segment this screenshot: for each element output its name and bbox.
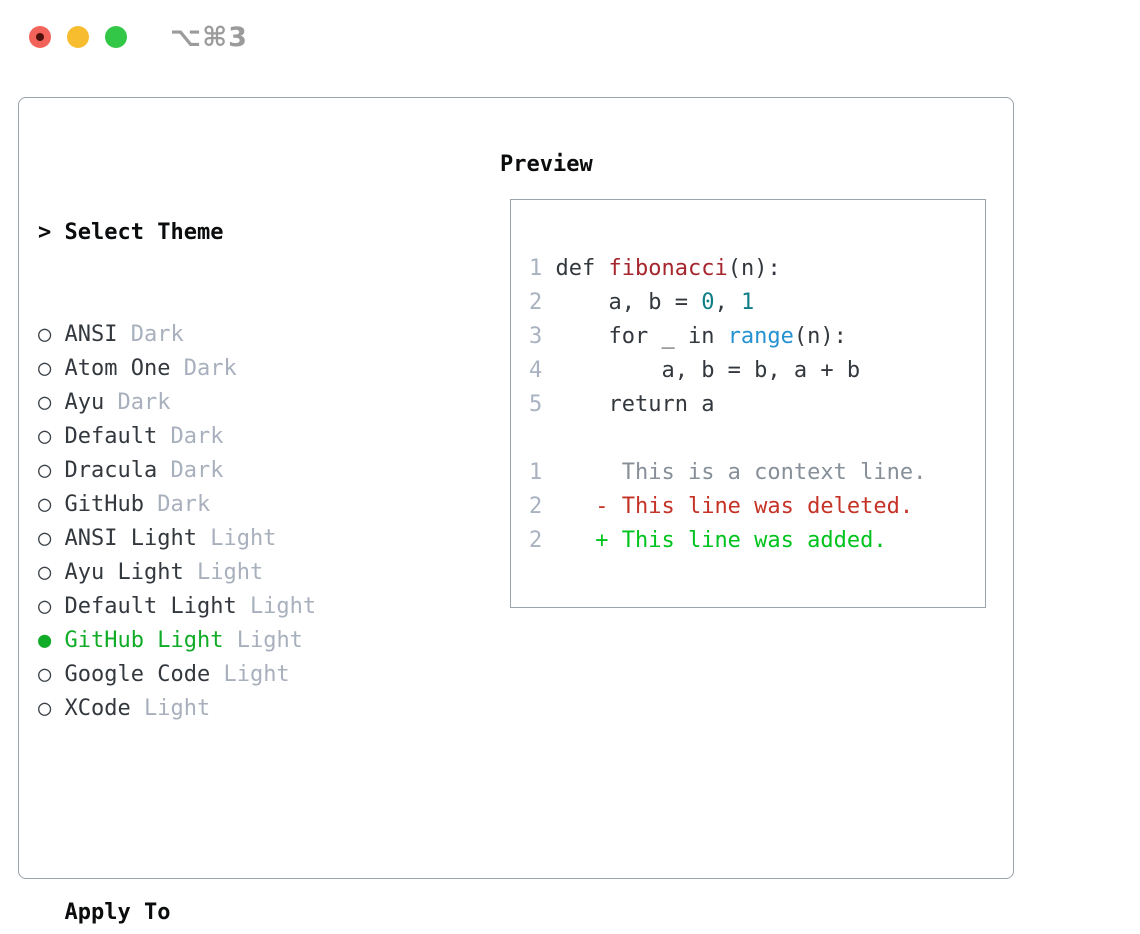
code-segment-builtin: range: [727, 324, 794, 349]
line-number: [529, 426, 556, 451]
diff-line-context: 1 This is a context line.: [529, 456, 926, 490]
radio-icon: ○: [38, 322, 52, 347]
theme-option-xcode[interactable]: ○ XCode Light: [38, 692, 409, 726]
zoom-window-button[interactable]: [105, 26, 127, 48]
option-label: Google Code: [64, 662, 211, 687]
code-segment-context: This is a context line.: [555, 460, 927, 485]
code-segment-plain: a, b =: [555, 290, 702, 315]
option-label: GitHub: [64, 492, 144, 517]
theme-option-ansi-light[interactable]: ○ ANSI Light Light: [38, 522, 409, 556]
radio-icon: ○: [38, 458, 52, 483]
option-label: GitHub Light: [64, 628, 224, 653]
spacer: [38, 794, 409, 828]
option-label: Atom One: [64, 356, 171, 381]
option-variant-tag: Light: [210, 526, 277, 551]
apply-to-header: Apply To: [64, 900, 171, 925]
line-number: 1: [529, 256, 556, 281]
radio-icon: ○: [38, 356, 52, 381]
radio-icon: ○: [38, 526, 52, 551]
line-number: 2: [529, 494, 556, 519]
code-line-4: 4 a, b = b, a + b: [529, 354, 926, 388]
radio-icon: ○: [38, 594, 52, 619]
theme-list: ○ ANSI Dark○ Atom One Dark○ Ayu Dark○ De…: [38, 318, 409, 726]
radio-selected-icon: ●: [38, 628, 52, 653]
theme-option-ayu[interactable]: ○ Ayu Dark: [38, 386, 409, 420]
close-window-button[interactable]: [29, 26, 51, 48]
line-number: 3: [529, 324, 556, 349]
code-segment-plain: a, b = b, a + b: [555, 358, 861, 383]
option-label: XCode: [64, 696, 131, 721]
option-label: Ayu: [64, 390, 105, 415]
title-bar: ⌥⌘3: [0, 0, 1140, 74]
code-segment-added: + This line was added.: [555, 528, 887, 553]
line-number: 2: [529, 290, 556, 315]
theme-option-default[interactable]: ○ Default Dark: [38, 420, 409, 454]
option-variant-tag: Dark: [183, 356, 237, 381]
code-segment-num: 0: [701, 290, 715, 315]
option-label: ANSI Light: [64, 526, 197, 551]
radio-icon: ○: [38, 390, 52, 415]
code-segment-plain: (n):: [793, 324, 847, 349]
diff-line-deleted: 2 - This line was deleted.: [529, 490, 926, 524]
option-variant-tag: Light: [249, 594, 317, 619]
code-line-3: 3 for _ in range(n):: [529, 320, 926, 354]
code-segment-deleted: - This line was deleted.: [555, 494, 914, 519]
theme-option-github[interactable]: ○ GitHub Dark: [38, 488, 409, 522]
option-label: Ayu Light: [64, 560, 184, 585]
radio-icon: ○: [38, 492, 52, 517]
theme-option-default-light[interactable]: ○ Default Light Light: [38, 590, 409, 624]
diff-line-added: 2 + This line was added.: [529, 524, 926, 558]
code-line-2: 2 a, b = 0, 1: [529, 286, 926, 320]
line-number: 4: [529, 358, 556, 383]
option-variant-tag: Light: [196, 560, 264, 585]
minimize-window-button[interactable]: [67, 26, 89, 48]
theme-option-github-light[interactable]: ● GitHub Light Light: [38, 624, 409, 658]
option-variant-tag: Light: [143, 696, 211, 721]
radio-icon: ○: [38, 662, 52, 687]
option-variant-tag: Dark: [170, 424, 224, 449]
option-label: ANSI: [64, 322, 118, 347]
focus-cursor-icon: >: [38, 220, 52, 245]
option-variant-tag: Dark: [157, 492, 211, 517]
radio-icon: ○: [38, 560, 52, 585]
window-title: ⌥⌘3: [170, 22, 248, 53]
option-variant-tag: Dark: [117, 390, 171, 415]
option-variant-tag: Light: [236, 628, 303, 653]
window-controls: [29, 26, 127, 48]
left-column: > Select Theme ○ ANSI Dark○ Atom One Dar…: [38, 148, 409, 934]
option-label: Default Light: [64, 594, 237, 619]
code-segment-plain: for _ in: [555, 324, 728, 349]
radio-icon: ○: [38, 424, 52, 449]
code-segment-plain: def: [555, 256, 609, 281]
preview-header: Preview: [500, 152, 593, 177]
code-segment-plain: (n):: [727, 256, 781, 281]
code-line-5: 5 return a: [529, 388, 926, 422]
option-label: Dracula: [64, 458, 158, 483]
theme-option-atom-one[interactable]: ○ Atom One Dark: [38, 352, 409, 386]
line-number: 2: [529, 528, 556, 553]
code-segment-func: fibonacci: [608, 256, 728, 281]
option-variant-tag: Dark: [170, 458, 224, 483]
code-line-1: 1 def fibonacci(n):: [529, 252, 926, 286]
theme-option-google-code[interactable]: ○ Google Code Light: [38, 658, 409, 692]
code-segment-plain: return a: [555, 392, 715, 417]
select-theme-header: > Select Theme: [38, 216, 409, 250]
select-theme-label: Select Theme: [64, 220, 224, 245]
theme-option-dracula[interactable]: ○ Dracula Dark: [38, 454, 409, 488]
radio-icon: ○: [38, 696, 52, 721]
line-number: 5: [529, 392, 556, 417]
theme-option-ansi[interactable]: ○ ANSI Dark: [38, 318, 409, 352]
code-segment-plain: ,: [714, 290, 741, 315]
option-variant-tag: Dark: [130, 322, 184, 347]
theme-option-ayu-light[interactable]: ○ Ayu Light Light: [38, 556, 409, 590]
line-number: 1: [529, 460, 556, 485]
option-label: Default: [64, 424, 158, 449]
code-segment-num: 1: [740, 290, 755, 315]
option-variant-tag: Light: [223, 662, 290, 687]
blank-line: [529, 422, 926, 456]
